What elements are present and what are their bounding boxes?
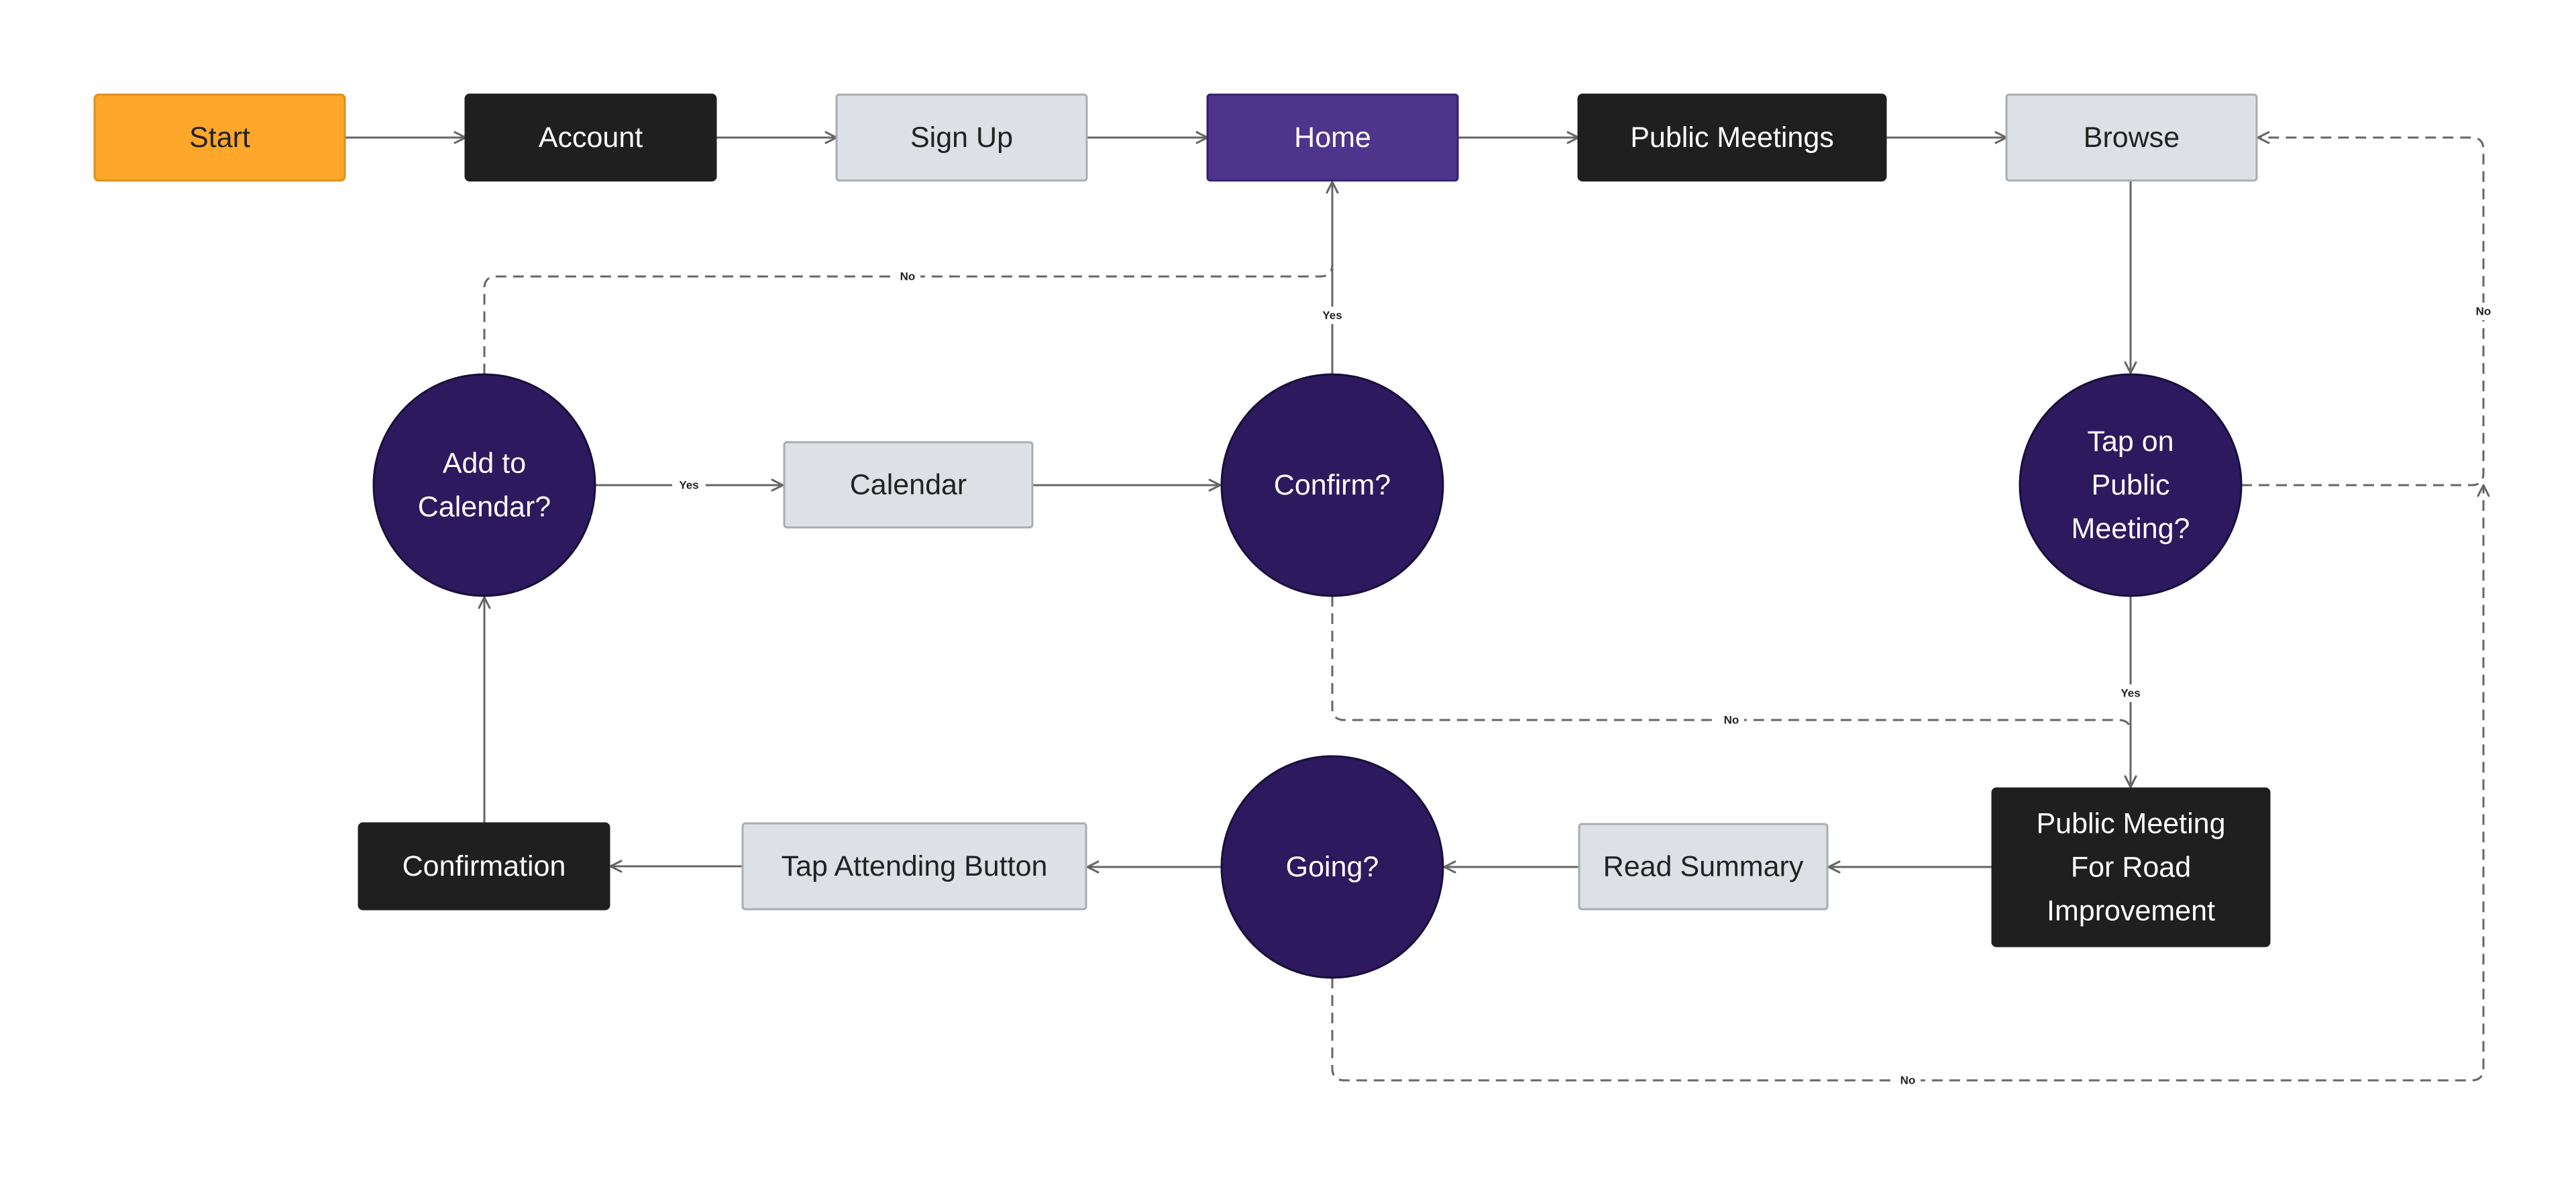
node-box xyxy=(1577,93,1887,182)
node-label: Going? xyxy=(1286,851,1379,883)
node-label: Public Meeting xyxy=(2036,808,2225,840)
edge-tap-on-public-meeting-browse-no: No xyxy=(2241,131,2496,486)
edge-line xyxy=(2241,131,2485,486)
node-label: Public xyxy=(2091,469,2169,501)
node-box xyxy=(93,93,346,182)
edge-add-to-calendar-calendar-yes: Yes xyxy=(595,476,784,494)
decision-circle xyxy=(372,373,596,597)
edge-label-background xyxy=(2471,303,2496,320)
node-box xyxy=(1578,823,1829,911)
node-confirm: Confirm? xyxy=(1220,373,1444,597)
edge-label: Yes xyxy=(672,476,706,494)
decision-circle xyxy=(1220,755,1444,979)
edge-label-text: Yes xyxy=(1322,309,1342,322)
decision-circle xyxy=(2019,373,2243,597)
edge-add-to-calendar-home-no: No xyxy=(483,181,1339,374)
node-add-to-calendar: Add to Calendar? xyxy=(372,373,596,597)
edge-label-background xyxy=(1719,711,1744,729)
node-label: Calendar xyxy=(850,469,967,501)
node-label: Browse xyxy=(2084,121,2180,154)
node-box xyxy=(1206,93,1459,182)
edge-line xyxy=(1331,596,2137,788)
edge-line xyxy=(1331,484,2490,1082)
node-browse: Browse xyxy=(2005,93,2258,182)
node-public-meetings: Public Meetings xyxy=(1577,93,1887,182)
node-label: Calendar? xyxy=(418,491,551,523)
node-box xyxy=(783,441,1034,529)
node-label: Confirmation xyxy=(402,850,566,882)
node-label: Tap Attending Button xyxy=(782,850,1048,882)
node-label: Public Meetings xyxy=(1630,121,1834,154)
edge-label: No xyxy=(1719,711,1744,729)
edge-label-text: No xyxy=(1724,714,1739,727)
edge-label: No xyxy=(895,268,920,285)
node-box xyxy=(464,93,717,182)
node-read-summary: Read Summary xyxy=(1578,823,1829,911)
node-box xyxy=(1991,787,2271,947)
node-signup: Sign Up xyxy=(835,93,1088,182)
edge-label-text: No xyxy=(2476,305,2491,318)
node-home: Home xyxy=(1206,93,1459,182)
node-label: Tap on xyxy=(2087,425,2174,458)
edge-label-text: Yes xyxy=(2121,687,2140,700)
node-label: Meeting? xyxy=(2072,513,2190,545)
edge-label-text: Yes xyxy=(679,479,698,492)
edge-label-text: No xyxy=(1900,1074,1916,1087)
node-label: Improvement xyxy=(2047,895,2215,927)
node-label: Start xyxy=(189,121,250,154)
node-label: Add to xyxy=(443,448,526,480)
node-label: For Road xyxy=(2071,852,2191,884)
node-calendar: Calendar xyxy=(783,441,1034,529)
node-box xyxy=(358,822,610,911)
edge-label-background xyxy=(672,476,706,494)
node-going: Going? xyxy=(1220,755,1444,979)
node-start: Start xyxy=(93,93,346,182)
node-tap-attending-button: Tap Attending Button xyxy=(741,822,1087,911)
node-label: Read Summary xyxy=(1603,851,1804,883)
edge-label-background xyxy=(1895,1072,1921,1089)
edge-confirm-road-no: No xyxy=(1331,596,2137,788)
edge-label: Yes xyxy=(2114,684,2147,702)
node-box xyxy=(741,822,1087,911)
node-confirmation: Confirmation xyxy=(358,822,610,911)
node-label: Account xyxy=(539,121,643,154)
edge-label-background xyxy=(2114,684,2147,702)
edge-label-background xyxy=(895,268,920,285)
edge-label-text: No xyxy=(900,270,916,283)
edge-label: Yes xyxy=(1316,307,1349,324)
node-label: Confirm? xyxy=(1274,469,1391,501)
edge-confirm-home-yes: Yes xyxy=(1316,181,1349,374)
edge-label-background xyxy=(1316,307,1349,324)
nodes-layer: Start Account Sign Up Home Public Meetings Br… xyxy=(93,93,2271,979)
node-label: Sign Up xyxy=(910,121,1013,154)
node-box xyxy=(835,93,1088,182)
decision-circle xyxy=(1220,373,1444,597)
node-box xyxy=(2005,93,2258,182)
node-account: Account xyxy=(464,93,717,182)
edge-label: No xyxy=(1895,1072,1921,1089)
node-label: Home xyxy=(1294,121,1371,154)
edge-label: No xyxy=(2471,303,2496,320)
edge-going-browse-no: No xyxy=(1331,484,2490,1089)
